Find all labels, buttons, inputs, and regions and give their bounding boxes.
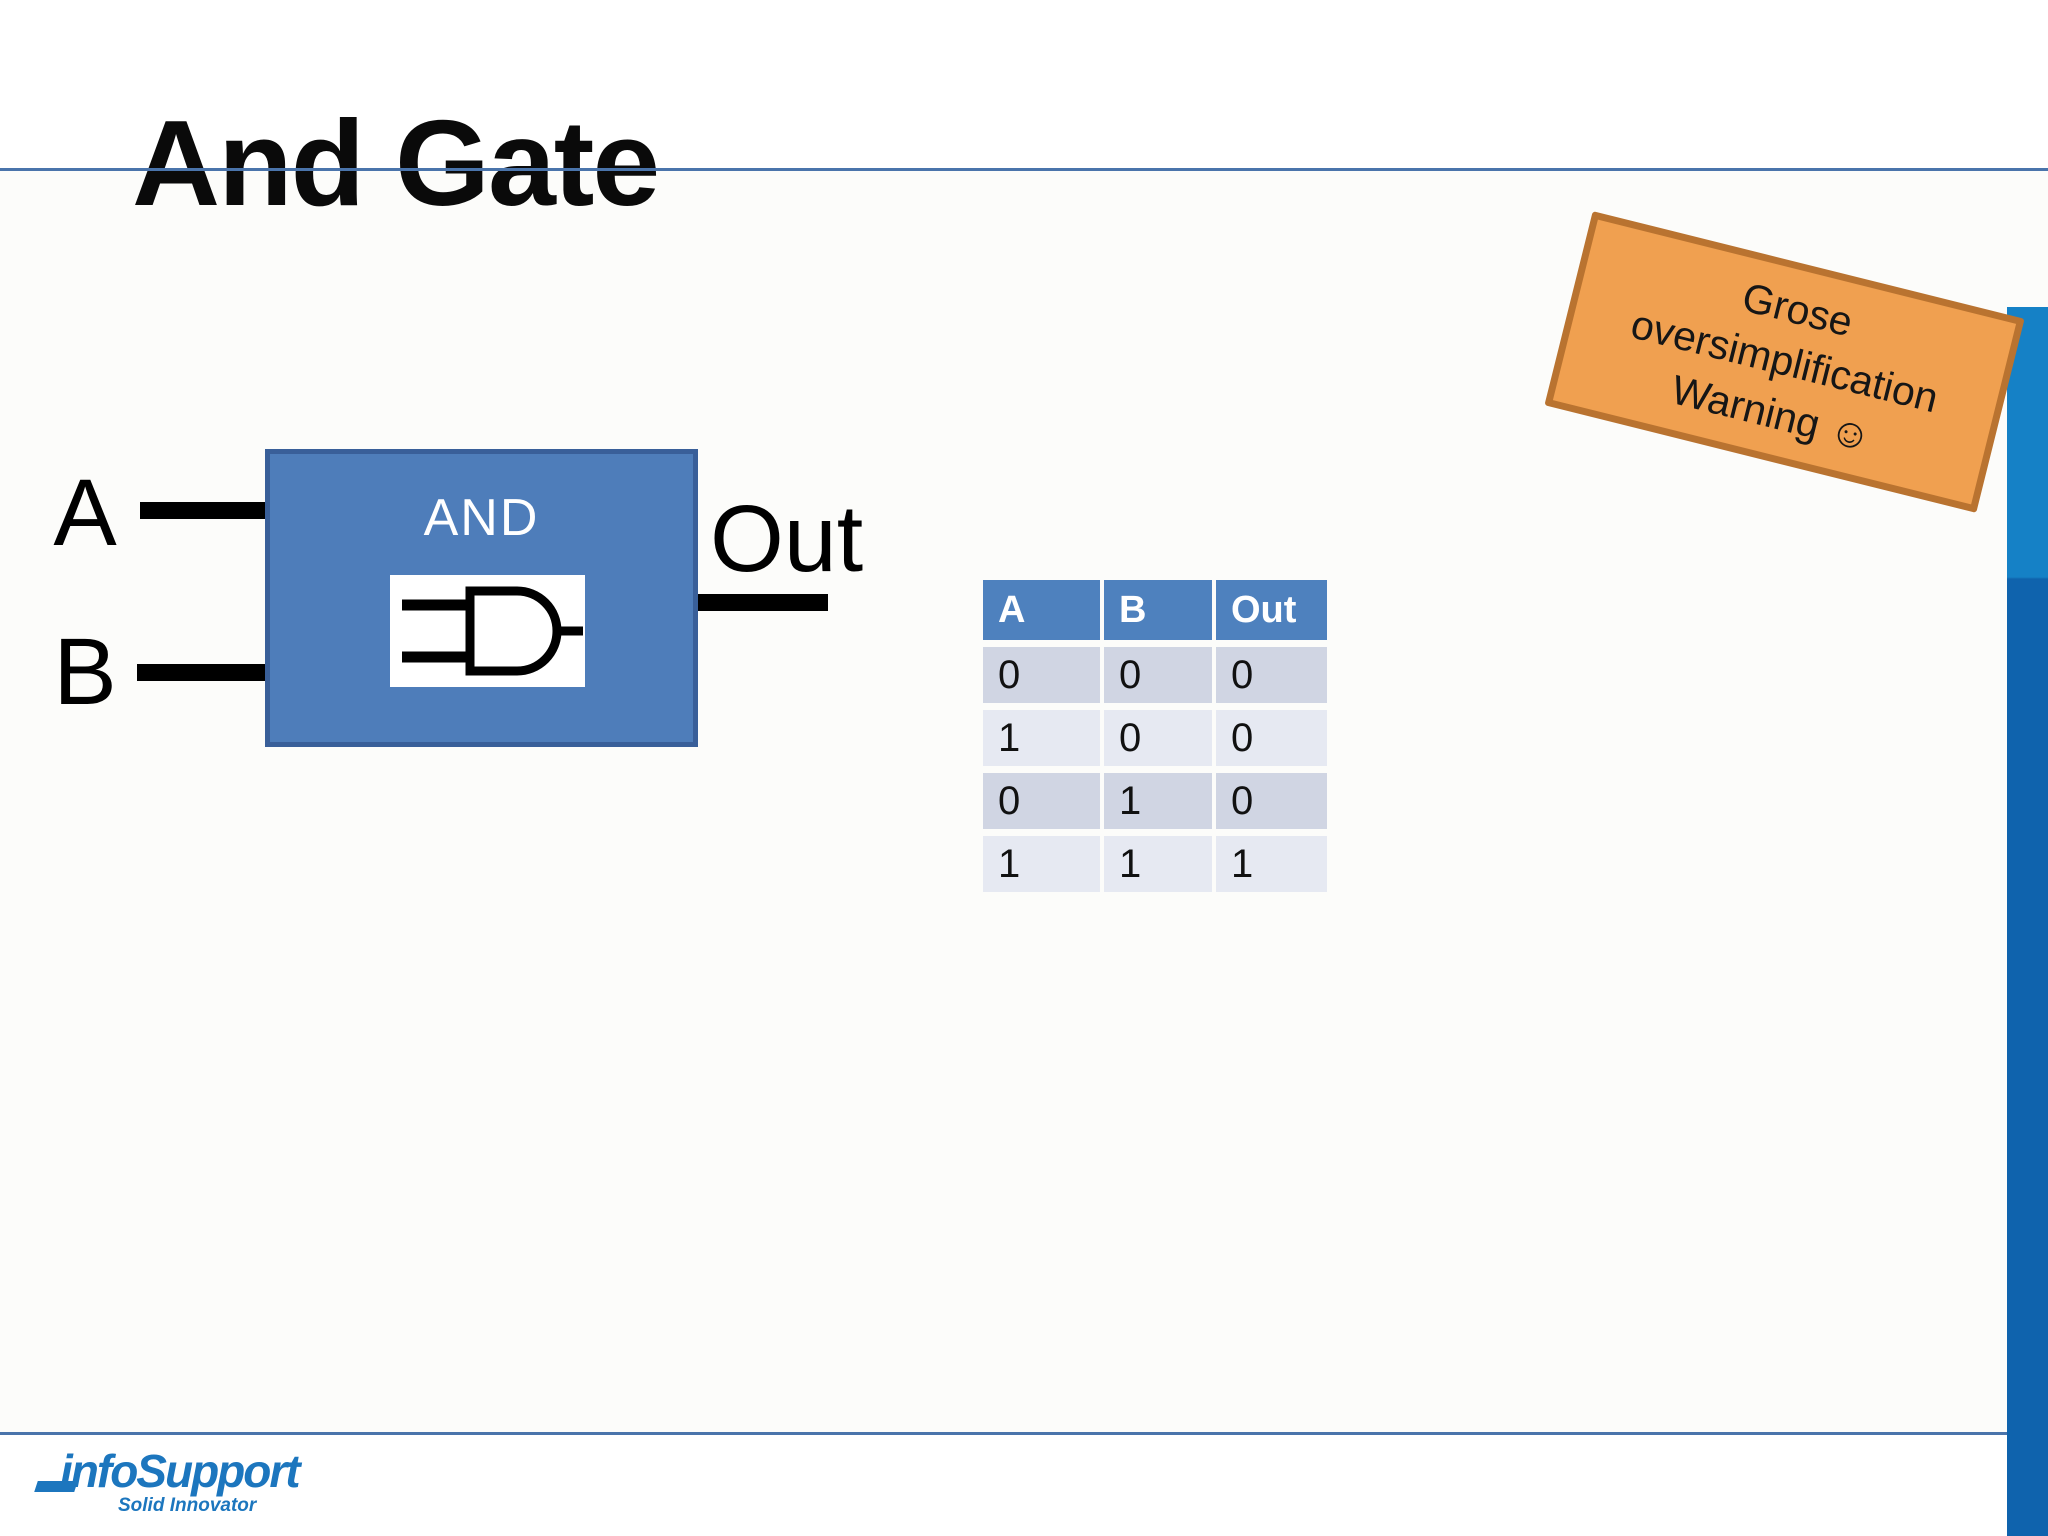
output-label: Out	[710, 486, 864, 592]
title-divider-line	[0, 168, 2048, 171]
input-b-label: B	[53, 619, 117, 725]
truth-table-cell: 1	[1216, 836, 1327, 892]
logo-dash-icon	[34, 1481, 78, 1493]
truth-table-cell: 1	[983, 836, 1100, 892]
truth-table-cell: 1	[1104, 836, 1212, 892]
footer-divider-line	[0, 1432, 2007, 1435]
logo-wordmark: infoSupport	[34, 1444, 301, 1499]
and-gate-symbol-panel	[390, 575, 585, 687]
input-a-label: A	[53, 460, 117, 566]
and-gate-box: AND	[265, 449, 698, 747]
truth-table-cell: 0	[1216, 710, 1327, 766]
input-b-wire	[137, 664, 266, 681]
truth-table-cell: 0	[1104, 647, 1212, 703]
and-gate-name: AND	[423, 489, 540, 547]
truth-table-cell: 0	[1216, 773, 1327, 829]
truth-table-cell: 0	[983, 773, 1100, 829]
output-wire	[698, 594, 828, 611]
logo-text: infoSupport	[60, 1445, 301, 1497]
truth-table-cell: 1	[983, 710, 1100, 766]
page-title: And Gate	[132, 94, 660, 231]
logo-tagline: Solid Innovator	[118, 1495, 257, 1517]
and-gate-symbol-icon	[402, 586, 583, 676]
right-accent-bar	[2007, 307, 2048, 1536]
truth-table-cell: 1	[1104, 773, 1212, 829]
truth-table-header-out: Out	[1216, 580, 1327, 640]
truth-table-cell: 0	[983, 647, 1100, 703]
truth-table-header-a: A	[983, 580, 1100, 640]
truth-table-header-b: B	[1104, 580, 1212, 640]
truth-table-cell: 0	[1104, 710, 1212, 766]
truth-table-cell: 0	[1216, 647, 1327, 703]
input-a-wire	[140, 502, 266, 519]
infosupport-logo: infoSupport Solid Innovator	[34, 1444, 301, 1517]
